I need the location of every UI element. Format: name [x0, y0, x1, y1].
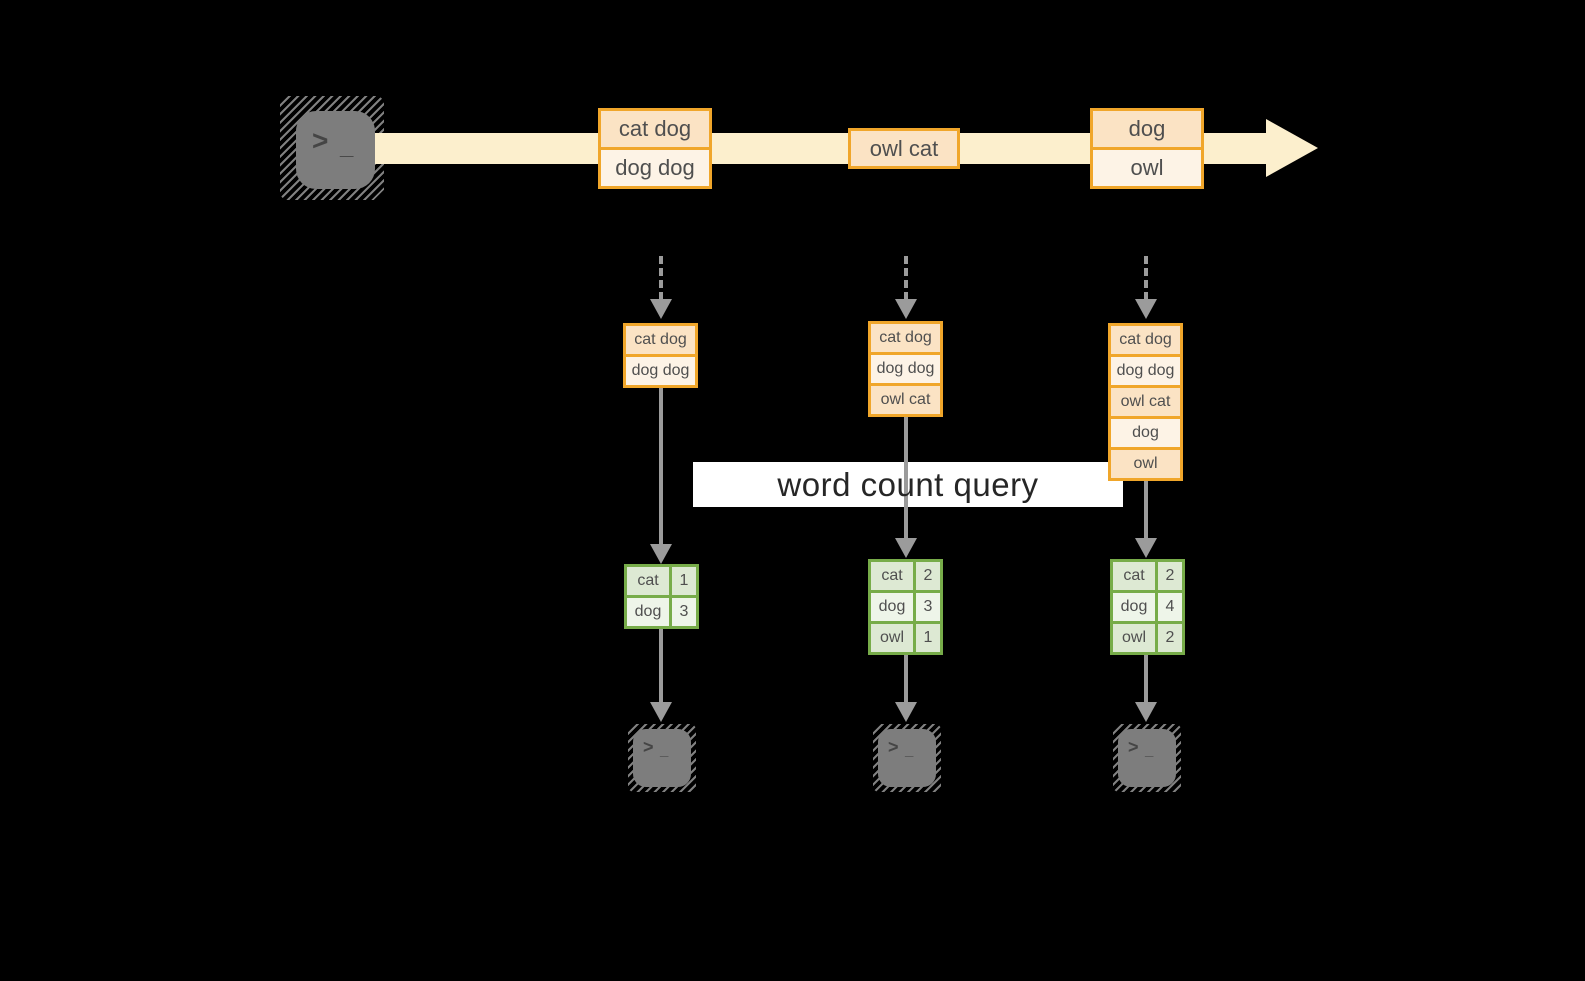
flow-arrow-shaft	[904, 655, 908, 703]
flow-arrow-head	[650, 702, 672, 722]
flow-arrow-head	[1135, 702, 1157, 722]
count-value: 1	[672, 567, 696, 595]
prompt-underscore-glyph: _	[1145, 742, 1154, 759]
count-value: 1	[916, 624, 940, 652]
event-label: cat dog	[601, 111, 709, 147]
query-band	[693, 462, 1123, 507]
prompt-underscore-glyph: _	[905, 742, 914, 759]
prompt-chevron-glyph: >	[888, 737, 899, 757]
event-label: owl	[1111, 450, 1180, 478]
flow-arrow-shaft	[1144, 481, 1148, 539]
count-value: 4	[1158, 593, 1182, 621]
event-label: owl cat	[871, 386, 940, 414]
query-label: word count query	[777, 465, 1039, 503]
event-label: dog	[1093, 111, 1201, 147]
count-word: cat	[871, 562, 913, 590]
event-label: cat dog	[626, 326, 695, 354]
count-value: 3	[672, 598, 696, 626]
flow-arrow-head	[895, 702, 917, 722]
dashed-arrow-shaft	[1144, 256, 1148, 300]
stream-batch-3: dog owl	[1090, 108, 1204, 189]
flow-arrow-shaft	[904, 417, 908, 539]
flow-arrow-head	[895, 538, 917, 558]
event-label: owl cat	[851, 131, 957, 166]
flow-arrow-shaft	[659, 629, 663, 703]
window-events-2: cat dog dog dog owl cat	[868, 321, 943, 417]
event-label: owl	[1093, 150, 1201, 186]
count-word: owl	[1113, 624, 1155, 652]
event-label: owl cat	[1111, 388, 1180, 416]
count-word: cat	[1113, 562, 1155, 590]
count-value: 3	[916, 593, 940, 621]
count-word: dog	[627, 598, 669, 626]
dashed-arrow-head	[895, 299, 917, 319]
window-events-3: cat dog dog dog owl cat dog owl	[1108, 323, 1183, 481]
window-events-1: cat dog dog dog	[623, 323, 698, 388]
flow-arrow-shaft	[1144, 655, 1148, 703]
stream-arrow-head	[1266, 119, 1318, 177]
dashed-arrow-shaft	[659, 256, 663, 300]
terminal-icon: > _	[1118, 729, 1176, 787]
flow-arrow-shaft	[659, 388, 663, 545]
event-label: dog dog	[871, 355, 940, 383]
count-value: 2	[1158, 624, 1182, 652]
flow-arrow-head	[1135, 538, 1157, 558]
prompt-underscore-glyph: _	[660, 742, 669, 759]
count-table-3: cat 2 dog 4 owl 2	[1110, 559, 1185, 655]
count-table-2: cat 2 dog 3 owl 1	[868, 559, 943, 655]
count-word: dog	[1113, 593, 1155, 621]
dashed-arrow-head	[650, 299, 672, 319]
event-label: dog dog	[1111, 357, 1180, 385]
event-label: dog dog	[626, 357, 695, 385]
flow-arrow-head	[650, 544, 672, 564]
dashed-arrow-shaft	[904, 256, 908, 300]
prompt-chevron-glyph: >	[312, 125, 329, 156]
terminal-icon: > _	[296, 111, 375, 189]
dashed-arrow-head	[1135, 299, 1157, 319]
prompt-chevron-glyph: >	[643, 737, 654, 757]
count-table-1: cat 1 dog 3	[624, 564, 699, 629]
event-label: dog	[1111, 419, 1180, 447]
count-value: 2	[916, 562, 940, 590]
count-word: dog	[871, 593, 913, 621]
terminal-icon: > _	[878, 729, 936, 787]
count-word: cat	[627, 567, 669, 595]
count-value: 2	[1158, 562, 1182, 590]
terminal-icon: > _	[633, 729, 691, 787]
count-word: owl	[871, 624, 913, 652]
event-label: cat dog	[871, 324, 940, 352]
prompt-chevron-glyph: >	[1128, 737, 1139, 757]
stream-batch-1: cat dog dog dog	[598, 108, 712, 189]
prompt-underscore-glyph: _	[340, 133, 354, 160]
stream-batch-2: owl cat	[848, 128, 960, 169]
event-label: dog dog	[601, 150, 709, 186]
event-label: cat dog	[1111, 326, 1180, 354]
